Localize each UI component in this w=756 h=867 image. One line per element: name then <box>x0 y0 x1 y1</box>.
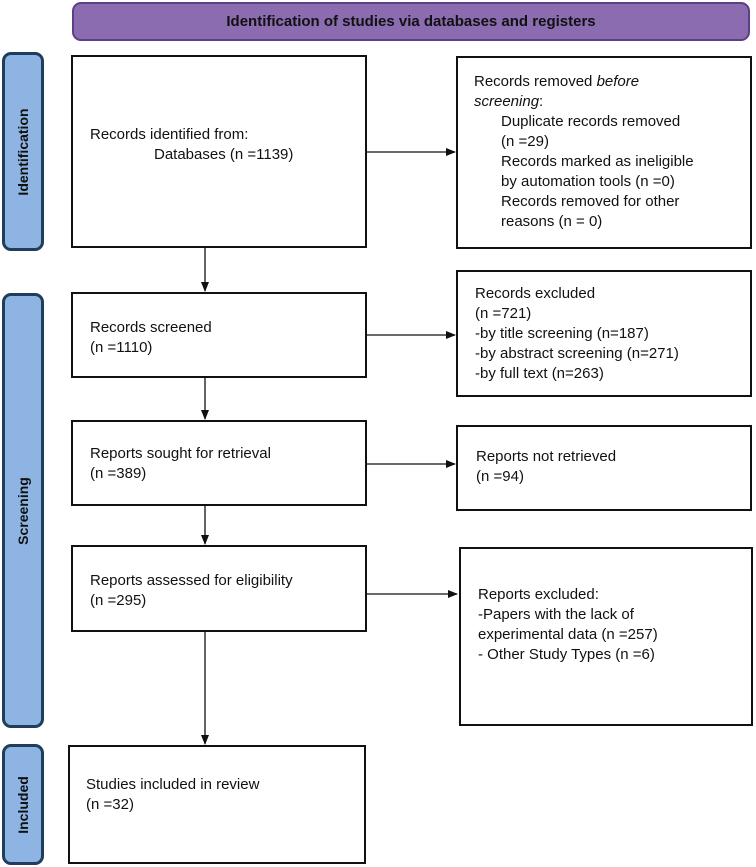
records-removed-item: Records marked as ineligible <box>501 153 694 170</box>
reports-excluded-line: -Papers with the lack of <box>478 606 634 623</box>
records-removed-item: reasons (n = 0) <box>501 213 603 230</box>
reports-sought-label: Reports sought for retrieval <box>90 445 271 462</box>
box-reports-sought: Reports sought for retrieval (n =389) <box>71 420 367 506</box>
records-excluded-line: (n =721) <box>475 305 532 322</box>
diagram-header-title: Identification of studies via databases … <box>226 13 596 30</box>
reports-excluded-line: experimental data (n =257) <box>478 626 658 643</box>
box-reports-assessed: Reports assessed for eligibility (n =295… <box>71 545 367 632</box>
phase-included: Included <box>2 744 44 865</box>
reports-not-retrieved-count: (n =94) <box>476 468 524 485</box>
reports-not-retrieved-label: Reports not retrieved <box>476 448 617 465</box>
box-reports-not-retrieved: Reports not retrieved (n =94) <box>456 425 752 511</box>
records-excluded-line: -by abstract screening (n=271) <box>475 345 679 362</box>
diagram-header: Identification of studies via databases … <box>72 2 750 41</box>
records-excluded-line: Records excluded <box>475 285 596 302</box>
records-excluded-line: -by title screening (n=187) <box>475 325 649 342</box>
box-records-removed: Records removed before screening: Duplic… <box>456 56 752 249</box>
records-identified-label: Records identified from: <box>90 126 249 143</box>
box-records-identified: Records identified from: Databases (n =1… <box>71 55 367 248</box>
box-reports-excluded: Reports excluded: -Papers with the lack … <box>459 547 753 726</box>
records-excluded-line: -by full text (n=263) <box>475 365 604 382</box>
reports-assessed-label: Reports assessed for eligibility <box>90 572 293 589</box>
records-removed-item: Records removed for other <box>501 193 680 210</box>
box-records-excluded: Records excluded (n =721) -by title scre… <box>456 270 752 397</box>
records-identified-databases: Databases (n =1139) <box>154 146 294 163</box>
box-records-screened: Records screened (n =1110) <box>71 292 367 378</box>
reports-excluded-line: - Other Study Types (n =6) <box>478 646 655 663</box>
records-removed-item: by automation tools (n =0) <box>501 173 675 190</box>
records-removed-subtitle: screening: <box>474 93 544 110</box>
reports-excluded-line: Reports excluded: <box>478 586 599 603</box>
reports-sought-count: (n =389) <box>90 465 147 482</box>
phase-screening: Screening <box>2 293 44 728</box>
phase-identification: Identification <box>2 52 44 251</box>
records-removed-title: Records removed before <box>474 73 640 90</box>
records-screened-count: (n =1110) <box>90 339 153 356</box>
reports-assessed-count: (n =295) <box>90 592 147 609</box>
records-screened-label: Records screened <box>90 319 212 336</box>
box-studies-included: Studies included in review (n =32) <box>68 745 366 864</box>
studies-included-label: Studies included in review <box>86 776 260 793</box>
records-removed-item: Duplicate records removed <box>501 113 681 130</box>
studies-included-count: (n =32) <box>86 796 134 813</box>
records-removed-item: (n =29) <box>501 133 549 150</box>
